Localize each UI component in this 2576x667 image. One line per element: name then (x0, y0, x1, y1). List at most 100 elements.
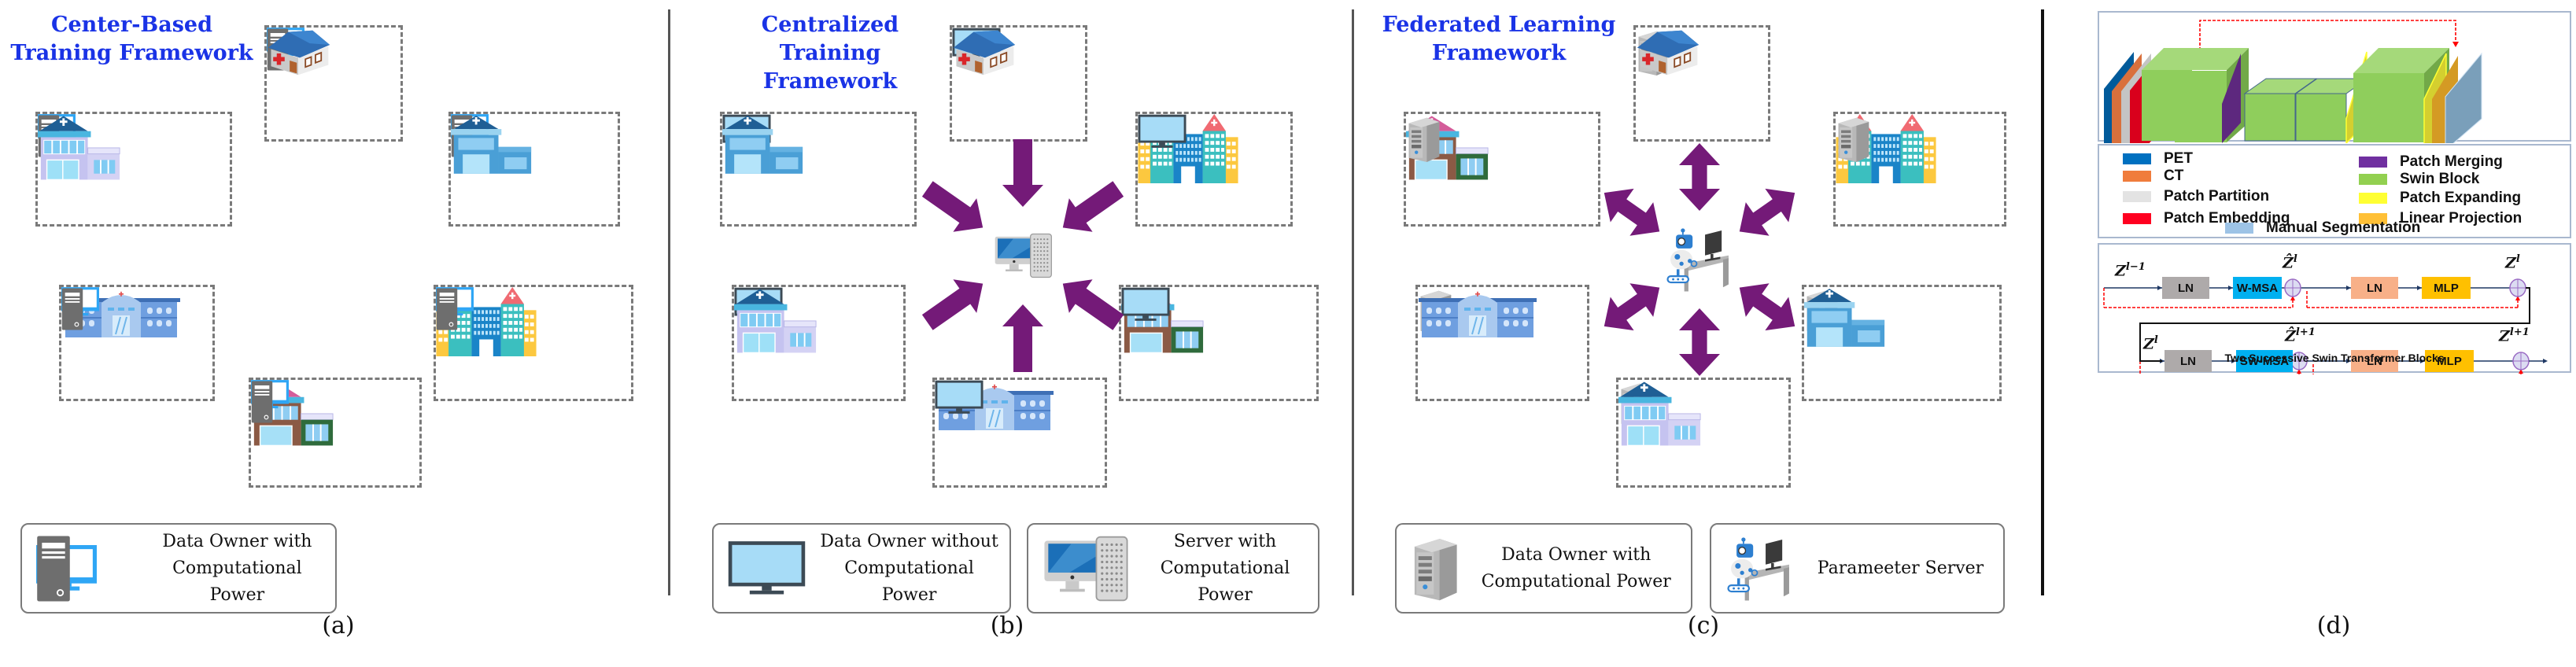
bidirectional-arrow (1739, 188, 1795, 236)
data-owner-node (264, 25, 403, 142)
variable-base: Z (2115, 262, 2126, 280)
layer-patch-merging (2222, 53, 2241, 143)
variable-superscript: l (2293, 253, 2297, 265)
swin-flow-lines (2103, 278, 2548, 374)
node-contents (1636, 28, 1768, 139)
legend-label: Data Owner with Computational Power (1481, 544, 1671, 591)
legend-item: Manual Segmentation (2225, 219, 2420, 237)
legend-label: Patch Embedding (2164, 210, 2290, 227)
flow-arrowhead (2346, 359, 2351, 363)
swin-block-ln: LN (2165, 350, 2212, 372)
residual-arrowhead (2515, 296, 2520, 300)
legend-item: Patch Merging (2359, 153, 2503, 171)
data-owner-node (1415, 285, 1589, 401)
variable-superscript: l−1 (2125, 261, 2146, 273)
legend-label: Data Owner with Computational Power (162, 531, 312, 605)
node-contents (1836, 114, 2004, 224)
data-owner-node (1135, 112, 1293, 227)
variable-superscript: l (2515, 253, 2520, 265)
data-flow-arrow (1062, 181, 1124, 232)
output-arrowhead (2543, 359, 2548, 363)
legend-swatch (2123, 171, 2151, 182)
legend-box: Data Owner without Computational Power (712, 523, 1011, 614)
panel-title: Centralized Training Framework (761, 13, 899, 94)
legend-item: Patch Partition (2123, 188, 2269, 205)
flow-arrowhead (2228, 286, 2233, 290)
tower-dark-icon (436, 287, 458, 331)
legend-swatch (2359, 157, 2387, 168)
server-grey-icon (1838, 117, 1869, 163)
variable-superscript: l+1 (2509, 326, 2530, 338)
swin-block-sw-msa: SW-MSA (2236, 350, 2293, 372)
bidirectional-arrow (1739, 283, 1795, 331)
bidirectional-arrow (1679, 143, 1720, 211)
central-server-icon (994, 233, 1052, 278)
legend-label: Patch Expanding (2400, 190, 2522, 206)
flow-arrowhead (2420, 359, 2425, 363)
input-variable-label: Zl (2143, 334, 2158, 352)
swin-block (2353, 73, 2424, 142)
node-contents (436, 287, 631, 399)
data-owner-node (1616, 378, 1791, 488)
legend-swatch (2225, 223, 2253, 234)
data-owner-node (950, 25, 1087, 142)
swin-block-mlp: MLP (2425, 350, 2474, 372)
swin-block (2175, 71, 2227, 142)
node-contents (251, 380, 419, 485)
legend-label: Data Owner without Computational Power (820, 531, 998, 605)
legend-item: Patch Embedding (2123, 210, 2290, 227)
blue-clinic-icon (451, 116, 532, 174)
variable-base: Z (2143, 335, 2154, 353)
node-contents (1804, 287, 1999, 399)
monitor-light-icon (1138, 114, 1187, 149)
flow-arrowhead (2417, 286, 2422, 290)
legend-item: Swin Block (2359, 171, 2479, 188)
variable-base: Z (2499, 327, 2510, 345)
monitor-light-icon (935, 380, 984, 415)
legend-label: Server with Computational Power (1160, 531, 1290, 605)
legend-label: Patch Partition (2164, 188, 2270, 205)
data-owner-node (932, 378, 1107, 488)
lavender-clinic-icon (734, 288, 817, 353)
data-owner-node (35, 112, 232, 227)
data-owner-node (720, 112, 917, 227)
data-owner-node (732, 285, 906, 401)
swin-block-ln: LN (2351, 350, 2398, 372)
legend-label: Linear Projection (2400, 210, 2522, 227)
bidirectional-arrow (1604, 283, 1660, 331)
bidirectional-arrow (1604, 188, 1660, 236)
layer-manual-segmentation (2445, 52, 2482, 143)
panel-title: Federated Learning Framework (1382, 13, 1616, 65)
legend-swatch (2359, 174, 2387, 185)
data-flow-arrow (921, 279, 984, 330)
legend-label: Parameeter Server (1817, 558, 1984, 578)
legend-swatch (2123, 153, 2151, 164)
output-variable-label: Zl+1 (2499, 326, 2530, 345)
server-grey-icon (1408, 117, 1440, 163)
legend-swatch (2359, 213, 2387, 224)
intermediate-variable-label: Ẑl+1 (2285, 326, 2316, 345)
node-contents (952, 28, 1085, 139)
data-owner-node (434, 285, 633, 401)
panel-caption: (d) (2316, 612, 2351, 639)
node-contents (451, 114, 618, 224)
residual-arrowhead (2290, 296, 2295, 300)
row-connector-line (2139, 287, 2530, 362)
data-owner-node (1404, 112, 1600, 227)
input-variable-label: Zl−1 (2115, 261, 2146, 279)
data-flow-arrow (921, 181, 984, 232)
data-owner-node (1802, 285, 2002, 401)
tower-dark-icon (251, 380, 273, 424)
data-flow-arrow (1062, 279, 1124, 330)
central-server-icon (1666, 227, 1730, 293)
swin-block-top (2353, 48, 2449, 73)
long-hospital-icon (1418, 290, 1537, 337)
node-contents (1138, 114, 1290, 224)
swin-blocks-caption: Two Successive Swin Transformer Blocks (2224, 352, 2445, 364)
variable-base: Ẑ (2285, 327, 2296, 345)
swin-block-mlp: MLP (2422, 277, 2471, 299)
architecture-box (2098, 11, 2571, 143)
residual-arrowhead (2297, 369, 2301, 374)
